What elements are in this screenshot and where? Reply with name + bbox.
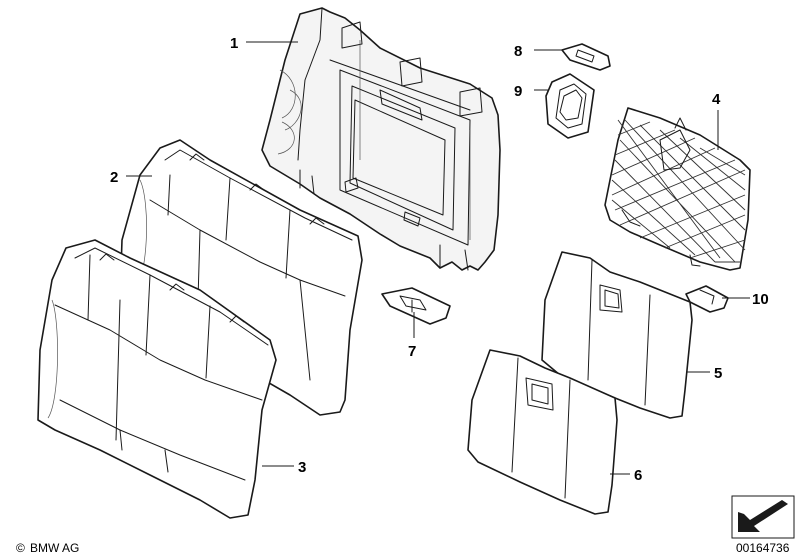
- part-4-mesh-panel[interactable]: [604, 107, 751, 271]
- part-9-trim-cover[interactable]: [545, 73, 595, 139]
- callout-2: 2: [110, 169, 118, 186]
- leader-lines: [126, 41, 750, 475]
- callout-4: 4: [712, 91, 721, 108]
- diagram-number: 00164736: [736, 541, 790, 555]
- part-7-clip-bracket[interactable]: [381, 287, 451, 325]
- callout-7: 7: [408, 343, 416, 360]
- copyright-text: BMW AG: [30, 541, 79, 555]
- footer: © BMW AG 00164736: [16, 495, 795, 555]
- callout-8: 8: [514, 43, 522, 60]
- callout-6: 6: [634, 467, 642, 484]
- part-3-backrest-cushion-front[interactable]: [37, 239, 277, 519]
- callout-5: 5: [714, 365, 722, 382]
- part-2-backrest-cushion-rear[interactable]: [119, 139, 363, 416]
- callout-3: 3: [298, 459, 306, 476]
- part-10-small-clip[interactable]: [685, 285, 729, 313]
- direction-arrow-icon: [731, 495, 795, 539]
- part-5-cushion-panel[interactable]: [541, 251, 693, 419]
- callout-10: 10: [752, 291, 769, 308]
- callout-labels: 1 2 3 4 5 6 7 8 9 10: [110, 35, 769, 484]
- callout-1: 1: [230, 35, 238, 52]
- part-1-backrest-frame[interactable]: [261, 7, 501, 271]
- callout-9: 9: [514, 83, 522, 100]
- part-6-cushion-panel-lower[interactable]: [467, 349, 618, 515]
- part-8-small-bracket[interactable]: [561, 43, 611, 71]
- copyright-symbol: ©: [16, 541, 25, 555]
